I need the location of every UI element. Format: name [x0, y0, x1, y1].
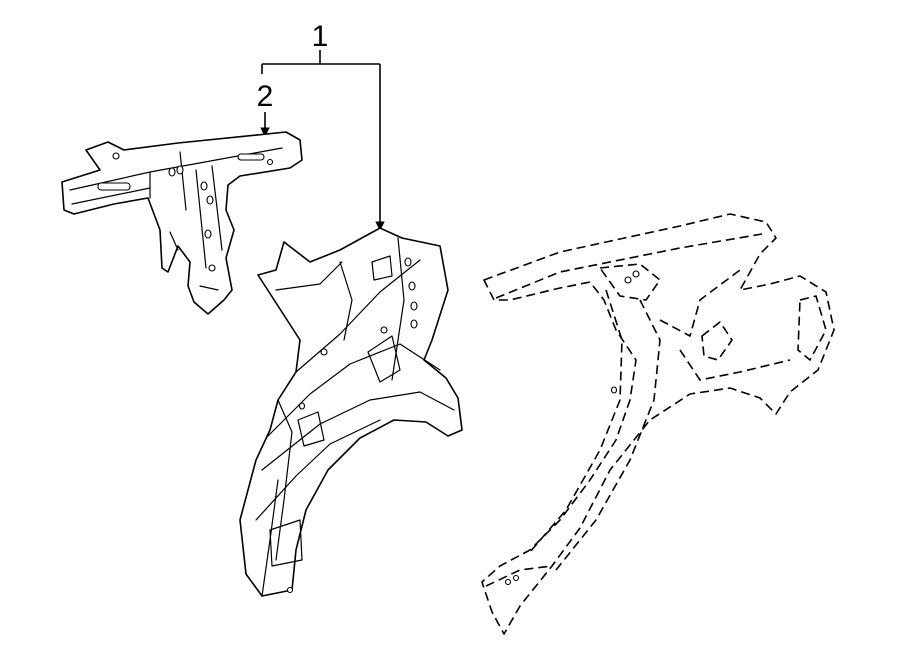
callout-1-number: 1 [312, 20, 329, 53]
callout-1-leader [262, 50, 380, 230]
callout-2-number: 2 [257, 80, 274, 113]
quarter-panel-outline [481, 213, 835, 635]
inner-wheelhouse-panel[interactable] [239, 227, 463, 597]
callout-2[interactable]: 2 [257, 80, 274, 137]
upper-rail-bracket[interactable] [61, 131, 303, 315]
callout-1[interactable]: 1 [261, 20, 380, 230]
